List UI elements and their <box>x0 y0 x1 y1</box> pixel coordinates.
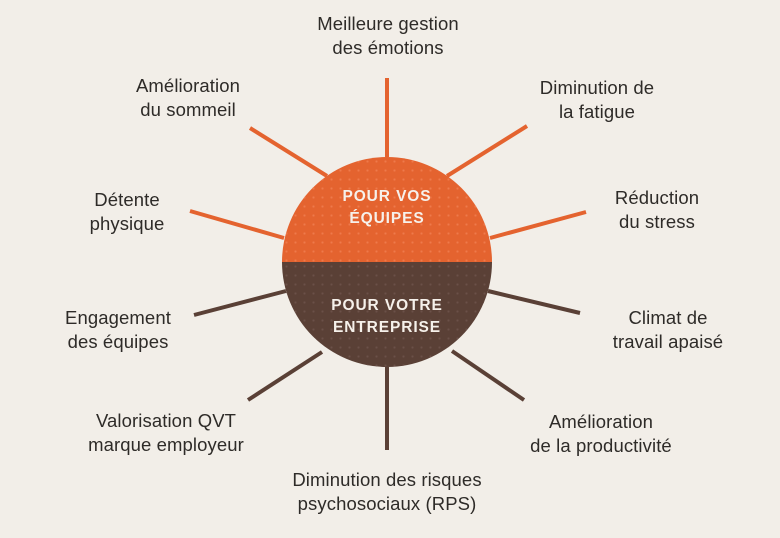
node-label-meilleure-gestion-des-emotions: Meilleure gestion des émotions <box>317 13 459 59</box>
hub-segment-entreprise-label: POUR VOTRE ENTREPRISE <box>331 296 443 336</box>
central-hub[interactable]: POUR VOS ÉQUIPES POUR VOTRE ENTREPRISE <box>282 157 492 367</box>
hub-segment-equipes[interactable]: POUR VOS ÉQUIPES <box>282 157 492 262</box>
node-label-diminution-des-risques-psychosociaux: Diminution des risques psychosociaux (RP… <box>292 469 482 515</box>
spoke-line-engagement-des-equipes <box>193 289 287 317</box>
node-label-diminution-de-la-fatigue: Diminution de la fatigue <box>539 77 655 123</box>
node-label-detente-physique: Détente physique <box>89 189 165 235</box>
hub-segment-entreprise[interactable]: POUR VOTRE ENTREPRISE <box>282 262 492 367</box>
node-label-valorisation-qvt-marque-employeur: Valorisation QVT marque employeur <box>88 410 244 456</box>
node-label-amelioration-de-la-productivite: Amélioration de la productivité <box>530 411 672 457</box>
node-label-climat-de-travail-apaise: Climat de travail apaisé <box>612 307 724 353</box>
hub-segment-equipes-label: POUR VOS ÉQUIPES <box>342 187 432 227</box>
spoke-line-climat-de-travail-apaise <box>487 289 581 315</box>
node-label-engagement-des-equipes: Engagement des équipes <box>65 307 171 353</box>
spoke-line-detente-physique <box>189 209 285 240</box>
node-label-amelioration-du-sommeil: Amélioration du sommeil <box>135 75 241 121</box>
node-label-reduction-du-stress: Réduction du stress <box>614 187 700 233</box>
spoke-line-reduction-du-stress <box>489 210 587 240</box>
